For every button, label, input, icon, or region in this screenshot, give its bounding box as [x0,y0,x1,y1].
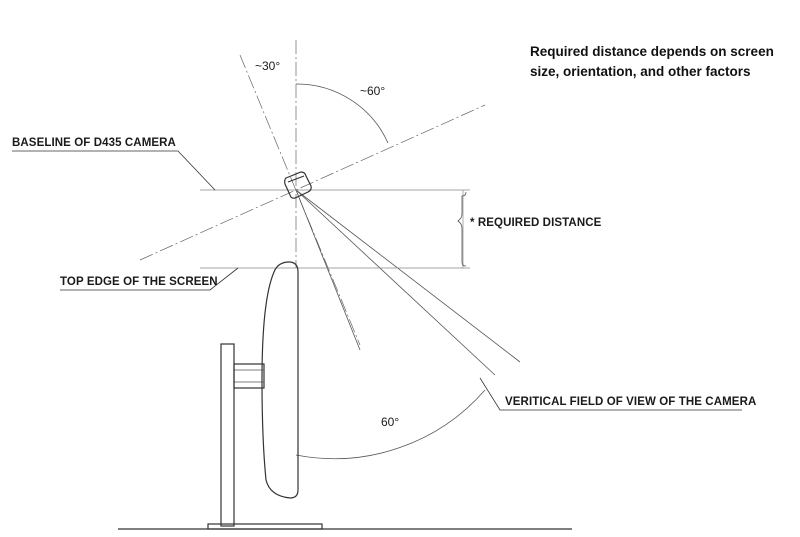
angle-label-60-top: ~60° [360,84,385,98]
baseline-leader [12,150,216,191]
brace-bracket [457,191,467,267]
vertical-fov-leader [479,377,742,411]
arc-60-fov [295,389,486,460]
required-distance-label: * REQUIRED DISTANCE [470,217,602,229]
tilted-axis-60 [139,104,486,261]
arc-60-top [295,83,389,144]
fov-outer-line [295,189,496,376]
extension-lines [200,189,470,269]
field-of-view-lines [295,189,521,376]
angle-arcs [295,83,486,460]
required-distance-brace [457,191,467,267]
camera-front-face [287,175,305,183]
camera-body [284,171,312,199]
angle-label-30: ~30° [255,59,280,73]
leader-lines [12,150,742,411]
note-line-1: Required distance depends on screen [530,44,774,59]
vertical-fov-label: VERITICAL FIELD OF VIEW OF THE CAMERA [505,396,756,408]
d435-camera [284,171,312,199]
fov-lower-line [295,189,361,351]
baseline-label: BASELINE OF D435 CAMERA [12,137,176,149]
reference-lines [139,40,486,346]
monitor-hinge [233,363,265,389]
monitor-screen [261,261,299,499]
monitor [207,261,323,530]
top-edge-label: TOP EDGE OF THE SCREEN [60,276,218,288]
monitor-stand-pole [220,343,235,527]
fov-upper-line [295,189,521,363]
note-line-2: size, orientation, and other factors [530,64,751,79]
top-edge-leader [60,267,239,291]
angle-label-60-fov: 60° [381,415,399,429]
